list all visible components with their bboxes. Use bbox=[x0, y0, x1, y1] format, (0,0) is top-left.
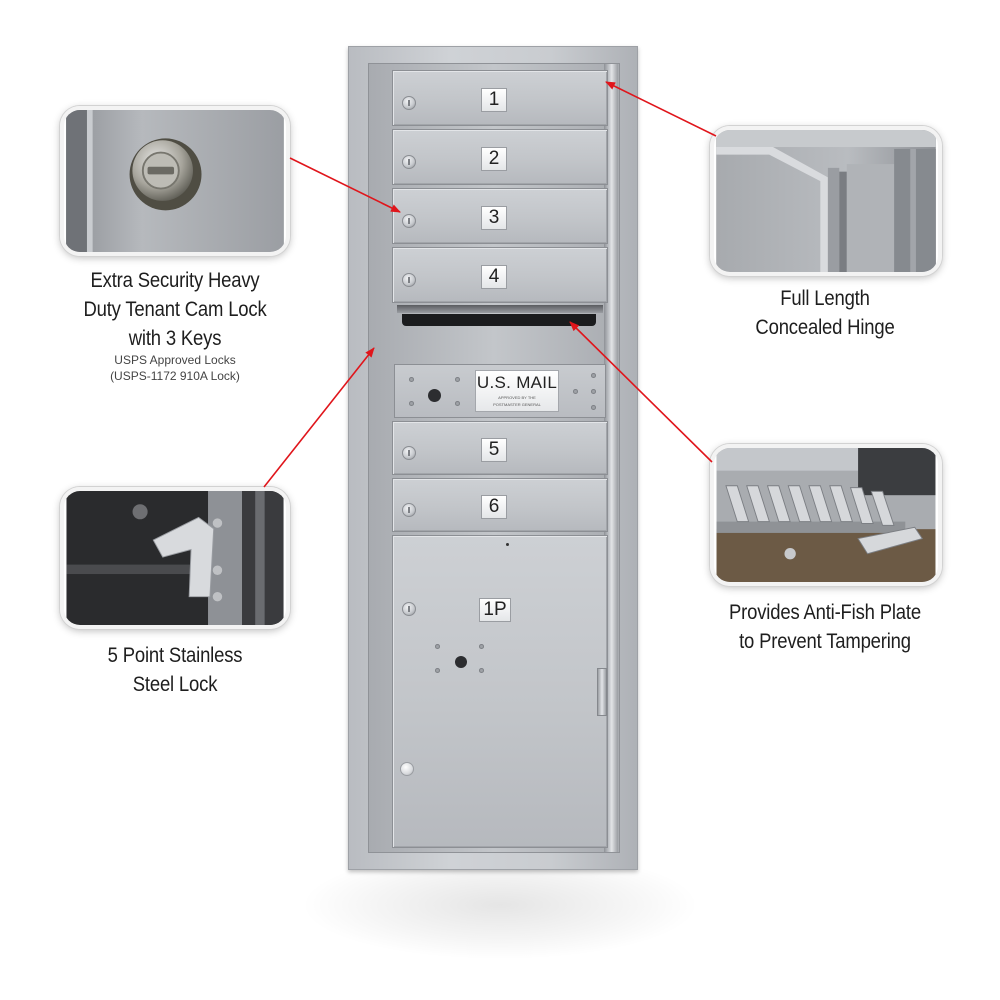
compartment-door-1[interactable]: 1 bbox=[392, 70, 608, 126]
caption-line: to Prevent Tampering bbox=[739, 630, 911, 653]
rivet-icon bbox=[479, 644, 484, 649]
parcel-lock-icon[interactable] bbox=[455, 656, 467, 668]
cam-lock-icon[interactable] bbox=[402, 96, 416, 110]
caption-line: Duty Tenant Cam Lock bbox=[83, 298, 267, 321]
parcel-lower-lock-icon[interactable] bbox=[400, 762, 414, 776]
us-mail-subtitle-1: APPROVED BY THE bbox=[498, 395, 536, 400]
rivet-icon bbox=[591, 405, 596, 410]
anti-fish-plate bbox=[402, 314, 596, 326]
parcel-hinge-icon bbox=[597, 668, 607, 716]
compartment-number: 4 bbox=[481, 265, 507, 289]
rivet-icon bbox=[455, 377, 460, 382]
cam-lock-icon[interactable] bbox=[402, 273, 416, 287]
compartment-door-3[interactable]: 3 bbox=[392, 188, 608, 244]
rivet-icon bbox=[409, 401, 414, 406]
compartment-number: 2 bbox=[481, 147, 507, 171]
cam-lock-caption: Extra Security Heavy Duty Tenant Cam Loc… bbox=[56, 266, 294, 353]
steel-lock-icon bbox=[66, 491, 284, 625]
cam-lock-icon[interactable] bbox=[402, 155, 416, 169]
compartment-door-6[interactable]: 6 bbox=[392, 478, 608, 532]
cam-lock-subcaption: USPS Approved Locks (USPS-1172 910A Lock… bbox=[70, 352, 280, 384]
anti-fish-plate-photo bbox=[710, 444, 942, 586]
subcaption-line: (USPS-1172 910A Lock) bbox=[110, 369, 240, 383]
us-mail-plate: U.S. MAIL APPROVED BY THE POSTMASTER GEN… bbox=[475, 370, 559, 412]
tenant-cam-lock-photo bbox=[60, 106, 290, 256]
caption-line: with 3 Keys bbox=[128, 327, 222, 350]
caption-line: Provides Anti-Fish Plate bbox=[729, 601, 921, 624]
cam-lock-icon[interactable] bbox=[402, 503, 416, 517]
cam-lock-icon[interactable] bbox=[402, 602, 416, 616]
master-lock-icon[interactable] bbox=[428, 389, 441, 402]
compartment-number: 3 bbox=[481, 206, 507, 230]
subcaption-line: USPS Approved Locks bbox=[114, 353, 236, 367]
steel-lock-caption: 5 Point Stainless Steel Lock bbox=[56, 641, 294, 699]
cam-lock-icon bbox=[66, 110, 284, 252]
anti-fish-icon bbox=[716, 448, 936, 582]
rivet-icon bbox=[409, 377, 414, 382]
caption-line: Concealed Hinge bbox=[755, 316, 895, 339]
parcel-locker-door[interactable]: 1P bbox=[392, 535, 608, 848]
cam-lock-icon[interactable] bbox=[402, 446, 416, 460]
caption-line: Steel Lock bbox=[132, 673, 218, 696]
hinge-caption: Full Length Concealed Hinge bbox=[706, 284, 944, 342]
us-mail-title: U.S. MAIL bbox=[476, 373, 558, 392]
compartment-door-4[interactable]: 4 bbox=[392, 247, 608, 303]
stainless-steel-lock-photo bbox=[60, 487, 290, 629]
rivet-icon bbox=[435, 668, 440, 673]
anti-fish-caption: Provides Anti-Fish Plate to Prevent Tamp… bbox=[697, 598, 952, 656]
us-mail-subtitle-2: POSTMASTER GENERAL bbox=[493, 402, 541, 407]
rivet-icon bbox=[573, 389, 578, 394]
cam-lock-icon[interactable] bbox=[402, 214, 416, 228]
compartment-door-2[interactable]: 2 bbox=[392, 129, 608, 185]
rivet-icon bbox=[591, 389, 596, 394]
parcel-locker-number: 1P bbox=[479, 598, 511, 622]
rivet-icon bbox=[591, 373, 596, 378]
hinge-icon bbox=[716, 130, 936, 272]
compartment-door-5[interactable]: 5 bbox=[392, 421, 608, 475]
caption-line: Full Length bbox=[780, 287, 870, 310]
caption-line: 5 Point Stainless bbox=[107, 644, 243, 667]
rivet-icon bbox=[479, 668, 484, 673]
compartment-number: 5 bbox=[481, 438, 507, 462]
rivet-icon bbox=[455, 401, 460, 406]
rivet-icon bbox=[435, 644, 440, 649]
frame-screw-icon bbox=[506, 543, 509, 546]
concealed-hinge-photo bbox=[710, 126, 942, 276]
compartment-number: 1 bbox=[481, 88, 507, 112]
outgoing-mail-slot bbox=[397, 305, 603, 313]
compartment-number: 6 bbox=[481, 495, 507, 519]
caption-line: Extra Security Heavy bbox=[90, 269, 260, 292]
